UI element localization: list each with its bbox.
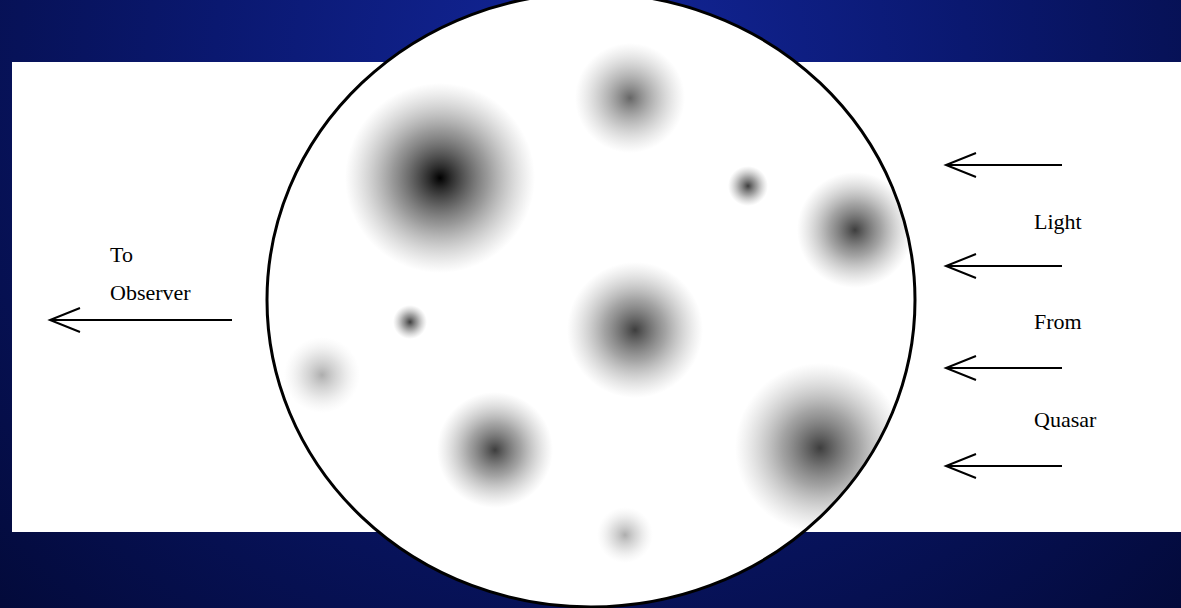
quasar-label: Quasar: [1034, 401, 1174, 439]
cloud-sphere: [267, 0, 915, 607]
from-label: From: [1034, 303, 1164, 341]
observer-label: To Observer: [110, 236, 200, 312]
arrows: [50, 153, 1062, 478]
gas-clumps: [284, 43, 913, 563]
sphere-outline: [267, 0, 915, 607]
light-label: Light: [1034, 203, 1164, 241]
